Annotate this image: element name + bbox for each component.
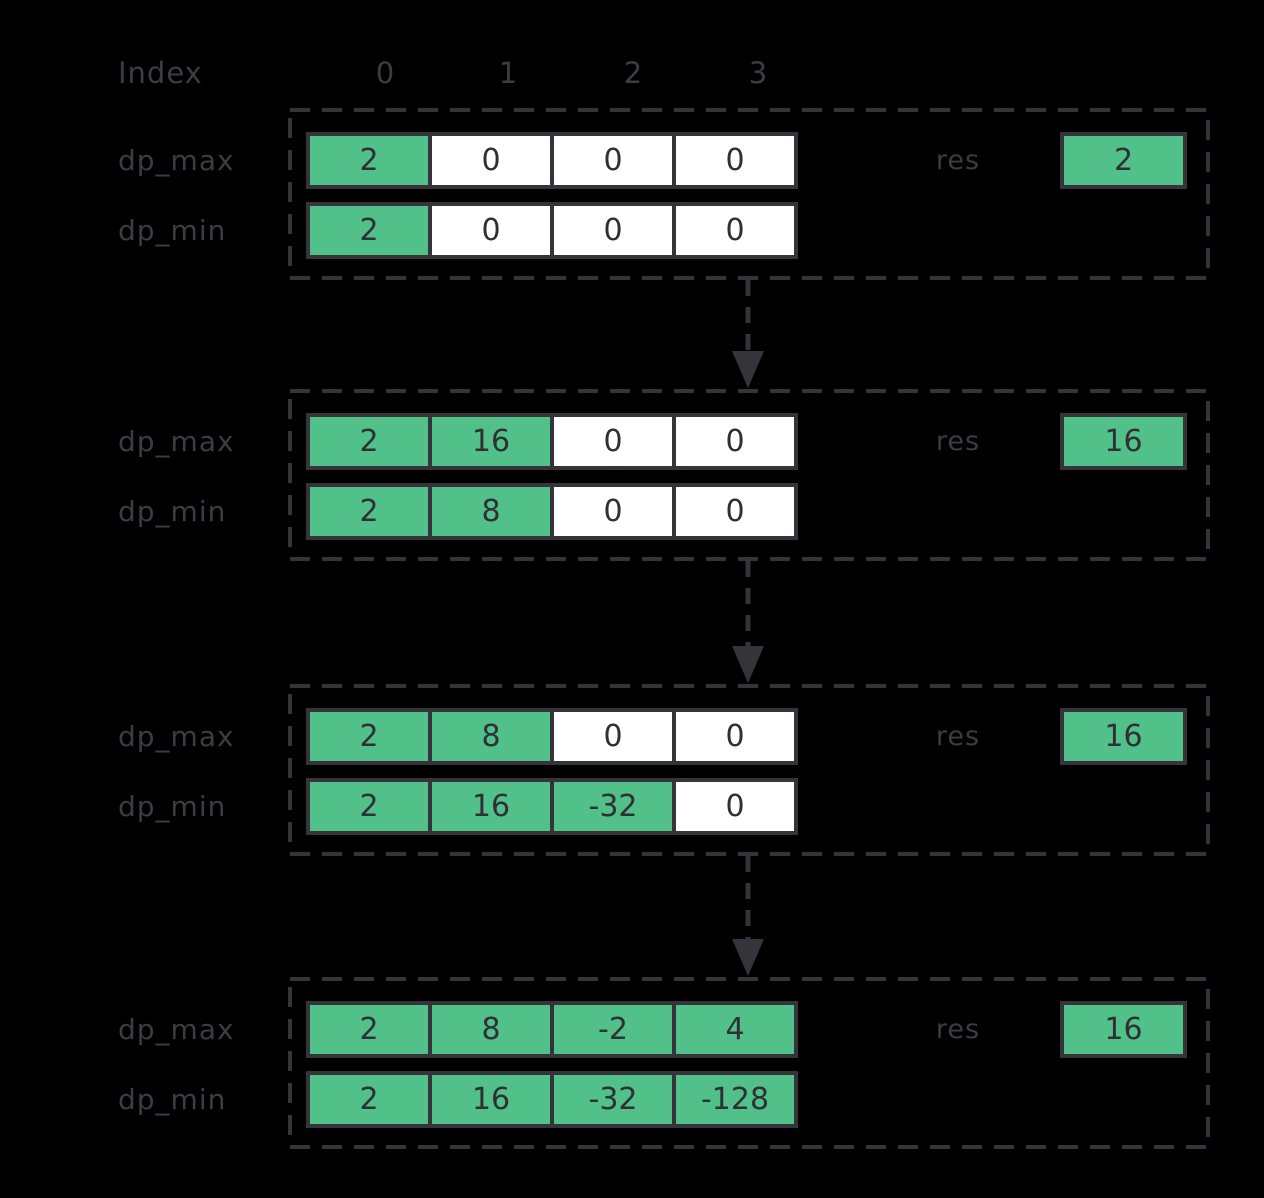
dp-max-label: dp_max — [118, 425, 235, 458]
dp-max-cell-1: 16 — [428, 413, 554, 470]
stage-1-dashed-border — [288, 108, 1210, 280]
dp-min-row: 2 16 -32 0 — [306, 778, 798, 835]
dp-max-row: 2 0 0 0 — [306, 132, 798, 189]
dp-max-row: 2 8 0 0 — [306, 708, 798, 765]
dp-max-cell-3: 0 — [672, 708, 798, 765]
res-value-box: 2 — [1060, 132, 1187, 189]
dp-max-cell-1: 8 — [428, 1001, 554, 1058]
dp-max-label: dp_max — [118, 1013, 235, 1046]
dp-max-cell-0: 2 — [306, 1001, 432, 1058]
dp-max-cell-2: 0 — [550, 132, 676, 189]
dp-min-cell-0: 2 — [306, 778, 432, 835]
res-value-box: 16 — [1060, 1001, 1187, 1058]
res-label: res — [935, 721, 981, 752]
dp-min-cell-0: 2 — [306, 1071, 432, 1128]
dp-max-cell-2: 0 — [550, 708, 676, 765]
dp-min-label: dp_min — [118, 214, 227, 247]
dp-max-label: dp_max — [118, 144, 235, 177]
stage-4-dashed-border — [288, 977, 1210, 1149]
dp-max-cell-2: -2 — [550, 1001, 676, 1058]
dp-min-row: 2 0 0 0 — [306, 202, 798, 259]
dp-max-cell-3: 0 — [672, 413, 798, 470]
dp-min-label: dp_min — [118, 790, 227, 823]
dp-max-label: dp_max — [118, 720, 235, 753]
dp-min-cell-3: 0 — [672, 202, 798, 259]
dp-max-cell-1: 8 — [428, 708, 554, 765]
column-header-2: 2 — [623, 56, 643, 90]
dp-max-cell-3: 0 — [672, 132, 798, 189]
dp-max-cell-3: 4 — [672, 1001, 798, 1058]
res-value-box: 16 — [1060, 413, 1187, 470]
column-header-0: 0 — [375, 56, 395, 90]
dp-min-row: 2 16 -32 -128 — [306, 1071, 798, 1128]
res-label: res — [935, 426, 981, 457]
arrow-stage3-to-stage4 — [732, 856, 764, 976]
dp-min-cell-2: 0 — [550, 483, 676, 540]
dp-max-cell-0: 2 — [306, 708, 432, 765]
dp-min-cell-3: 0 — [672, 778, 798, 835]
dp-min-cell-0: 2 — [306, 483, 432, 540]
dp-min-cell-3: 0 — [672, 483, 798, 540]
stage-3: dp_max dp_min 2 8 0 0 2 16 -32 0 res 16 — [0, 684, 1264, 856]
res-value-box: 16 — [1060, 708, 1187, 765]
dp-max-row: 2 16 0 0 — [306, 413, 798, 470]
dp-min-label: dp_min — [118, 495, 227, 528]
stage-3-dashed-border — [288, 684, 1210, 856]
dp-min-cell-3: -128 — [672, 1071, 798, 1128]
dp-max-cell-0: 2 — [306, 132, 432, 189]
dp-min-label: dp_min — [118, 1083, 227, 1116]
dp-min-cell-1: 16 — [428, 1071, 554, 1128]
dp-min-cell-2: -32 — [550, 778, 676, 835]
index-header-label: Index — [118, 56, 203, 90]
dp-min-row: 2 8 0 0 — [306, 483, 798, 540]
stage-2-dashed-border — [288, 389, 1210, 561]
dp-max-row: 2 8 -2 4 — [306, 1001, 798, 1058]
column-header-3: 3 — [748, 56, 768, 90]
stage-4: dp_max dp_min 2 8 -2 4 2 16 -32 -128 res… — [0, 977, 1264, 1149]
arrow-stage2-to-stage3 — [732, 561, 764, 683]
dp-max-cell-0: 2 — [306, 413, 432, 470]
stage-2: dp_max dp_min 2 16 0 0 2 8 0 0 res 16 — [0, 389, 1264, 561]
dp-min-cell-1: 8 — [428, 483, 554, 540]
dp-max-cell-1: 0 — [428, 132, 554, 189]
dp-min-cell-2: 0 — [550, 202, 676, 259]
stage-1: dp_max dp_min 2 0 0 0 2 0 0 0 res 2 — [0, 108, 1264, 280]
res-label: res — [935, 145, 981, 176]
dp-min-cell-0: 2 — [306, 202, 432, 259]
column-header-1: 1 — [498, 56, 518, 90]
dp-min-cell-2: -32 — [550, 1071, 676, 1128]
dp-min-cell-1: 16 — [428, 778, 554, 835]
arrow-stage1-to-stage2 — [732, 280, 764, 388]
dp-max-cell-2: 0 — [550, 413, 676, 470]
dp-min-cell-1: 0 — [428, 202, 554, 259]
res-label: res — [935, 1014, 981, 1045]
